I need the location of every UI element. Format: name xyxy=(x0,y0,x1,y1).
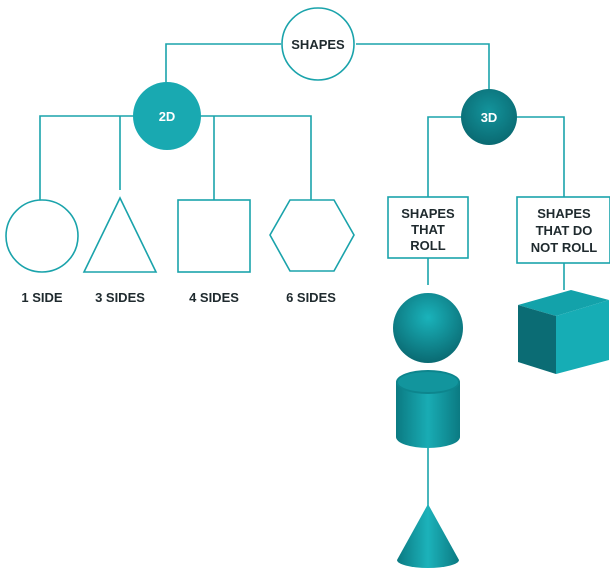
caption-triangle: 3 SIDES xyxy=(95,290,145,305)
shape-circle xyxy=(5,199,79,273)
connector-lines xyxy=(39,43,565,506)
roll-line-1: SHAPES xyxy=(401,206,455,221)
roll-line-3: ROLL xyxy=(410,238,445,253)
cube-shape xyxy=(518,290,609,374)
no-roll-line-2: THAT DO xyxy=(536,223,593,238)
caption-hexagon: 6 SIDES xyxy=(286,290,336,305)
no-roll-line-1: SHAPES xyxy=(537,206,591,221)
root-node-shapes: SHAPES xyxy=(281,7,355,81)
shape-hexagon xyxy=(269,199,355,272)
node-2d-label: 2D xyxy=(159,109,176,124)
root-label: SHAPES xyxy=(291,37,345,52)
cylinder-shape xyxy=(396,370,460,448)
no-roll-line-3: NOT ROLL xyxy=(531,240,597,255)
shape-square xyxy=(177,199,251,273)
box-shapes-that-do-not-roll: SHAPES THAT DO NOT ROLL xyxy=(516,196,610,264)
node-3d: 3D xyxy=(461,89,517,145)
caption-circle: 1 SIDE xyxy=(21,290,63,305)
node-3d-label: 3D xyxy=(481,110,498,125)
shape-triangle xyxy=(82,196,158,273)
box-shapes-that-roll: SHAPES THAT ROLL xyxy=(387,196,469,259)
cone-shape xyxy=(397,504,459,568)
roll-line-2: THAT xyxy=(411,222,445,237)
sphere-shape xyxy=(393,293,463,363)
caption-square: 4 SIDES xyxy=(189,290,239,305)
node-2d: 2D xyxy=(133,82,201,150)
